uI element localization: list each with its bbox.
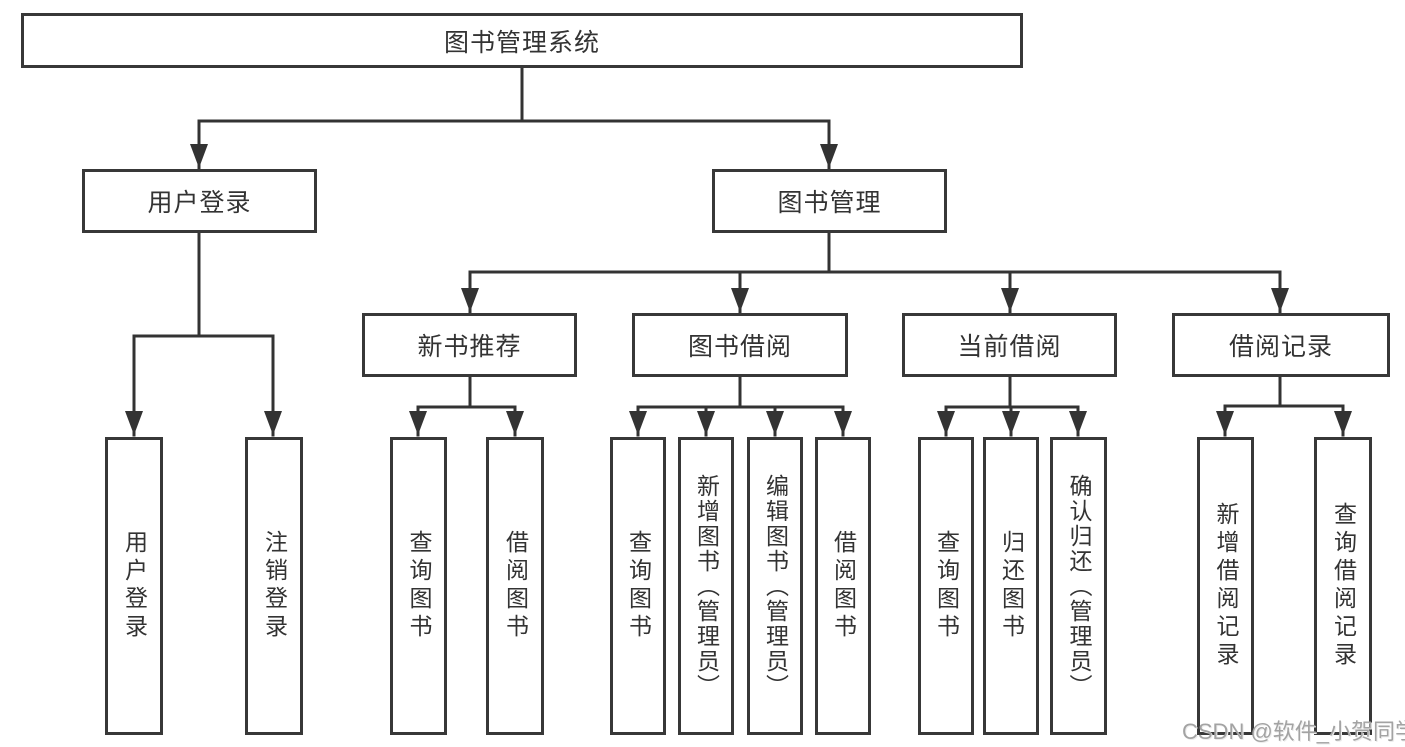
leaf-confirm-return-admin-label: 确认归还（管理员） (1066, 473, 1092, 699)
node-current-borrow-label: 当前借阅 (957, 333, 1062, 361)
leaf-query-borrow-record-label: 查询借阅记录 (1330, 502, 1357, 670)
leaf-query-books-recommend-label: 查询图书 (406, 530, 432, 642)
node-user-login-group-label: 用户登录 (147, 189, 252, 217)
node-user-login-group: 用户登录 (82, 169, 317, 233)
node-current-borrow: 当前借阅 (902, 313, 1117, 377)
leaf-query-books-current: 查询图书 (918, 437, 974, 735)
leaf-add-borrow-record: 新增借阅记录 (1197, 437, 1254, 735)
leaf-borrow-books-borrow-label: 借阅图书 (830, 530, 857, 642)
node-book-borrow-label: 图书借阅 (687, 333, 792, 361)
node-new-book-recommend: 新书推荐 (362, 313, 577, 377)
node-book-borrow: 图书借阅 (632, 313, 848, 377)
leaf-edit-book-admin-label: 编辑图书（管理员） (762, 473, 789, 699)
leaf-add-book-admin-label: 新增图书（管理员） (693, 473, 720, 699)
leaf-add-book-admin: 新增图书（管理员） (678, 437, 734, 735)
leaf-return-books: 归还图书 (983, 437, 1039, 735)
leaf-query-books-current-label: 查询图书 (933, 530, 960, 642)
leaf-edit-book-admin: 编辑图书（管理员） (747, 437, 803, 735)
leaf-query-borrow-record: 查询借阅记录 (1314, 437, 1372, 735)
node-book-management: 图书管理 (712, 169, 947, 233)
leaf-query-books-borrow: 查询图书 (610, 437, 666, 735)
node-borrow-records-label: 借阅记录 (1228, 333, 1333, 361)
leaf-borrow-books-recommend-label: 借阅图书 (502, 530, 529, 642)
csdn-watermark: CSDN @软件_小贺同学 (1182, 719, 1405, 744)
leaf-query-books-recommend: 查询图书 (390, 437, 447, 735)
leaf-user-login: 用户登录 (105, 437, 163, 735)
leaf-query-books-borrow-label: 查询图书 (625, 530, 652, 642)
node-root: 图书管理系统 (21, 13, 1023, 68)
leaf-user-login-label: 用户登录 (121, 530, 148, 642)
node-new-book-recommend-label: 新书推荐 (417, 333, 522, 361)
leaf-logout-label: 注销登录 (261, 530, 288, 642)
node-book-management-label: 图书管理 (777, 189, 882, 217)
leaf-borrow-books-borrow: 借阅图书 (815, 437, 871, 735)
leaf-confirm-return-admin: 确认归还（管理员） (1050, 437, 1107, 735)
leaf-borrow-books-recommend: 借阅图书 (486, 437, 544, 735)
node-borrow-records: 借阅记录 (1172, 313, 1390, 377)
node-root-label: 图书管理系统 (443, 28, 600, 57)
leaf-add-borrow-record-label: 新增借阅记录 (1213, 502, 1239, 670)
leaf-return-books-label: 归还图书 (998, 530, 1025, 642)
leaf-logout: 注销登录 (245, 437, 303, 735)
